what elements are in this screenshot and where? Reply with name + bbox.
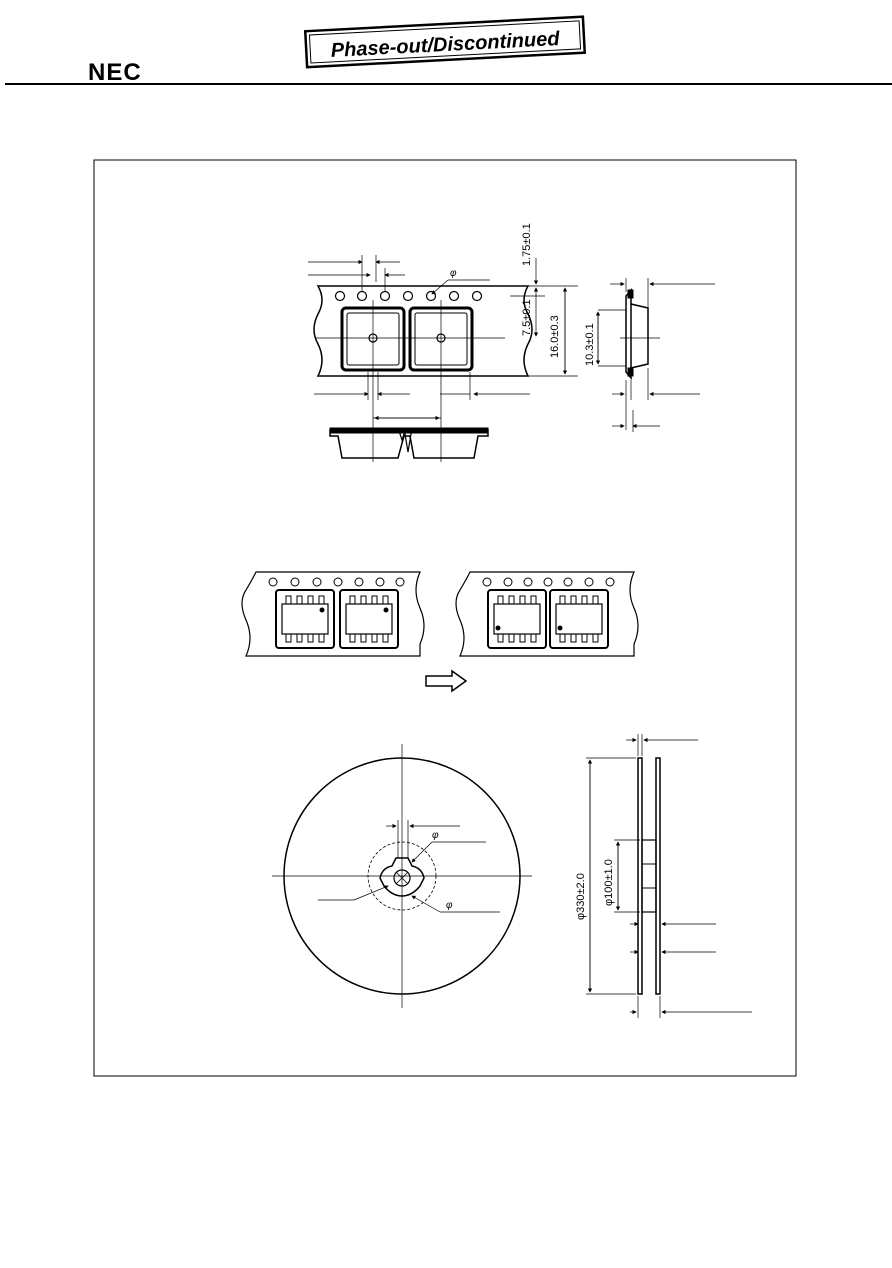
reel-phi-top-label: φ xyxy=(432,830,439,841)
reel-front-view xyxy=(272,744,532,1008)
dim-7-5: 7.5±0.1 xyxy=(521,299,533,336)
reel-dia-100: φ100±1.0 xyxy=(603,859,615,906)
dim-10-3: 10.3±0.1 xyxy=(584,323,596,366)
reel-side-view xyxy=(586,734,752,1018)
page-header: NEC Phase-out/Discontinued xyxy=(5,15,892,86)
sprocket-holes xyxy=(334,290,483,302)
phase-out-stamp: Phase-out/Discontinued xyxy=(303,15,587,69)
nec-logo: NEC xyxy=(88,59,142,86)
tape-phi-label: φ xyxy=(450,268,457,279)
orientation-drawing xyxy=(241,571,639,693)
dim-16-0: 16.0±0.3 xyxy=(549,315,561,358)
drawing-frame xyxy=(93,159,797,1077)
dim-1-75: 1.75±0.1 xyxy=(521,223,533,266)
carrier-tape-drawing: φ xyxy=(308,255,715,462)
feed-direction-arrow-icon xyxy=(425,669,468,693)
reel-dia-330: φ330±2.0 xyxy=(575,873,587,920)
reel-phi-bottom-label: φ xyxy=(446,900,453,911)
